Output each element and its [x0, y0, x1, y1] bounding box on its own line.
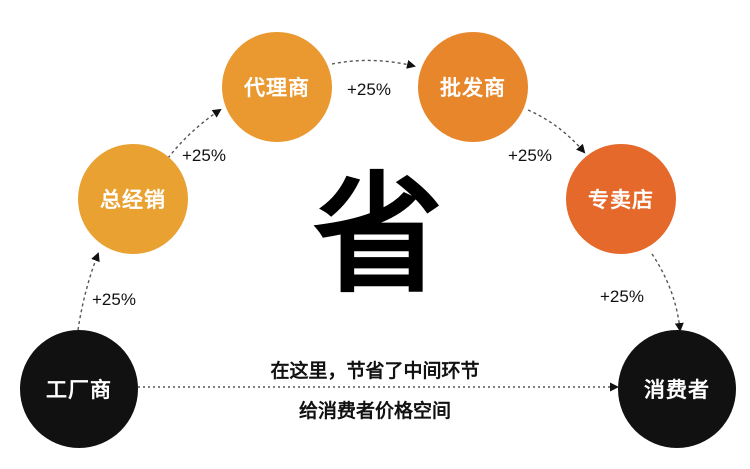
node-factory-label: 工厂商	[46, 378, 112, 402]
arrow-shop-to-consumer	[651, 253, 684, 332]
node-agent: 代理商	[222, 32, 332, 142]
node-shop-label: 专卖店	[588, 188, 654, 212]
arrow-factory-to-general	[77, 252, 100, 331]
markup-factory-general: +25%	[92, 290, 136, 309]
node-wholesale-label: 批发商	[440, 76, 506, 100]
node-general-distributor: 总经销	[78, 144, 188, 254]
node-specialty-store: 专卖店	[566, 144, 676, 254]
node-consumer: 消费者	[618, 330, 736, 448]
node-consumer-label: 消费者	[644, 378, 710, 402]
caption-line-2: 给消费者价格空间	[298, 400, 451, 422]
caption-line-1: 在这里，节省了中间环节	[270, 360, 480, 382]
markup-shop-consumer: +25%	[600, 287, 644, 306]
arrow-general-to-agent	[167, 108, 222, 159]
node-wholesaler: 批发商	[418, 32, 528, 142]
markup-wholesale-shop: +25%	[508, 146, 552, 165]
markup-agent-wholesale: +25%	[347, 80, 391, 99]
node-general-label: 总经销	[100, 188, 166, 212]
arrow-wholesale-to-shop	[527, 109, 586, 154]
node-agent-label: 代理商	[244, 76, 310, 100]
arrow-agent-to-wholesale	[331, 59, 416, 69]
node-factory: 工厂商	[20, 330, 138, 448]
center-character: 省	[312, 159, 443, 311]
markup-general-agent: +25%	[182, 146, 226, 165]
